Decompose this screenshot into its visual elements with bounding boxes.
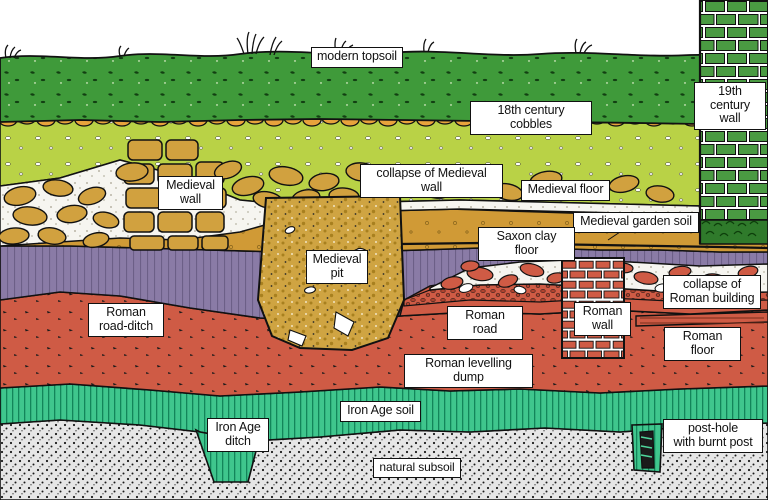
label-modern-topsoil: modern topsoil [311, 47, 403, 68]
label-18th-century-cobbles: 18th century cobbles [470, 101, 592, 135]
label-saxon-clay-floor: Saxon clay floor [478, 227, 575, 261]
label-medieval-garden-soil: Medieval garden soil [573, 212, 699, 233]
label-roman-wall: Roman wall [574, 302, 631, 336]
label-natural-subsoil: natural subsoil [373, 458, 461, 478]
label-roman-road-ditch: Roman road-ditch [88, 303, 164, 337]
label-19th-century-wall: 19th century wall [694, 82, 766, 130]
label-collapse-of-medieval-wall: collapse of Medieval wall [360, 164, 503, 198]
label-medieval-wall: Medieval wall [158, 176, 223, 210]
feature-post-hole-with-burnt-post [631, 423, 663, 473]
grass-tufts [4, 31, 593, 59]
label-collapse-of-roman-building: collapse of Roman building [663, 275, 761, 309]
label-iron-age-soil: Iron Age soil [340, 401, 421, 422]
label-roman-floor: Roman floor [664, 327, 741, 361]
label-roman-levelling-dump: Roman levelling dump [404, 354, 533, 388]
label-medieval-pit: Medieval pit [306, 250, 368, 284]
feature-roman-floor [635, 311, 768, 327]
label-roman-road: Roman road [447, 306, 523, 340]
label-medieval-floor: Medieval floor [521, 180, 610, 201]
label-iron-age-ditch: Iron Age ditch [207, 418, 269, 452]
label-post-hole-with-burnt-post: post-hole with burnt post [663, 419, 763, 453]
